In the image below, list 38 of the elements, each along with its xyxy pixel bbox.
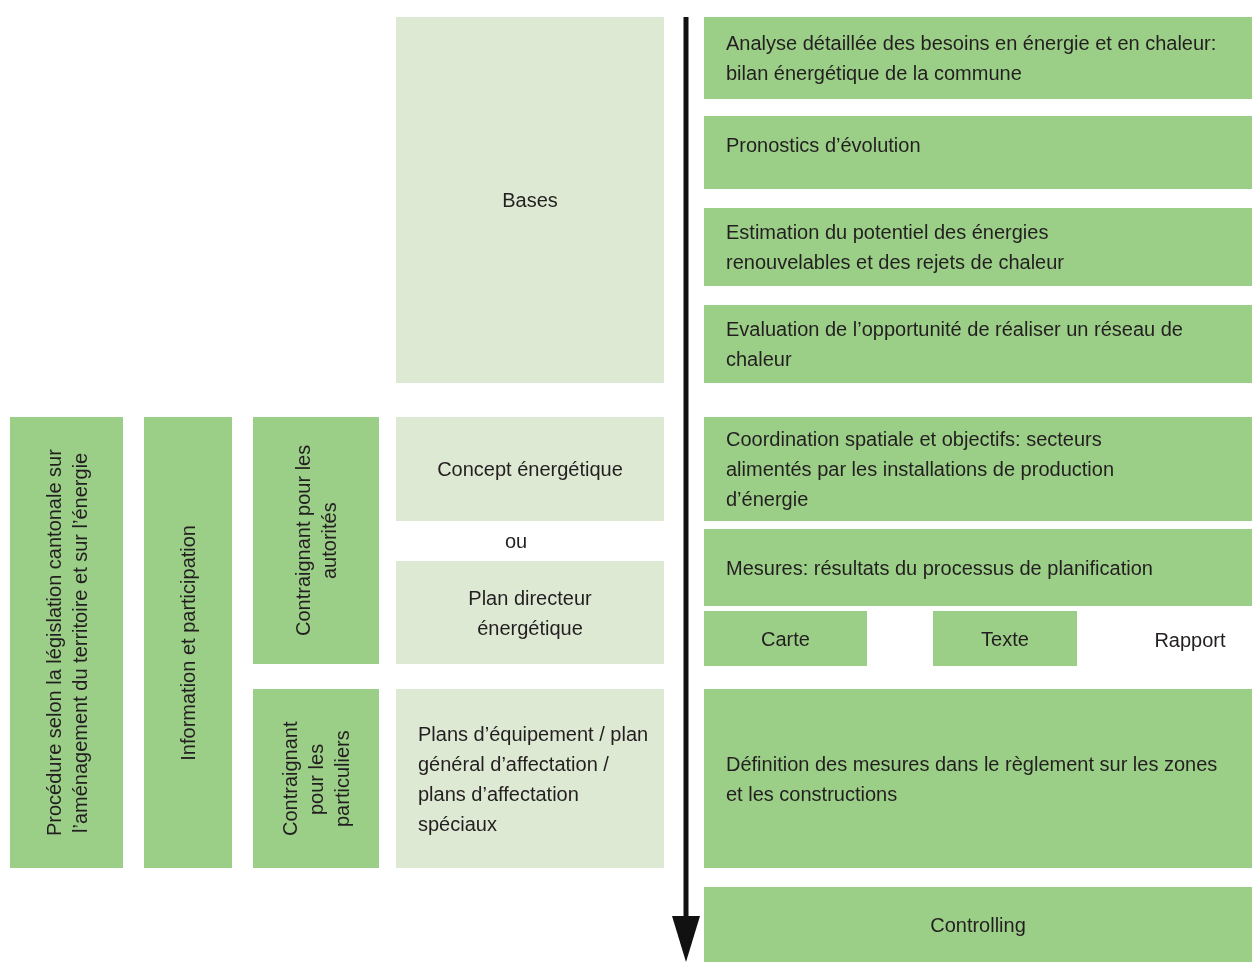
- box-text: Controlling: [930, 912, 1026, 938]
- vertical-label-box: [144, 417, 232, 868]
- box-text: Analyse détaillée des besoins en énergie et en chaleur: bilan énergétique de la commune: [726, 31, 1218, 86]
- process-box: [704, 529, 1252, 606]
- vertical-text: Contraignant pour les autorités: [291, 443, 341, 639]
- process-box: [704, 417, 1252, 521]
- plain-label: Rapport: [1154, 628, 1226, 652]
- vertical-text: Contraignant pour les particuliers: [278, 720, 354, 838]
- vertical-text: Information et participation: [176, 524, 200, 761]
- connector-word: ou: [504, 529, 528, 553]
- vertical-label-box: [253, 417, 379, 664]
- box-text: Carte: [761, 626, 810, 652]
- box-text: Définition des mesures dans le règlement sur les zones et les constructions: [726, 751, 1219, 807]
- box-text: Coordination spatiale et objectifs: secteurs alimentés par les installations de production d’énergie: [726, 427, 1115, 512]
- vertical-label-box: [253, 689, 379, 868]
- process-box: [704, 689, 1252, 868]
- box-text: Bases: [502, 188, 558, 213]
- process-box: [933, 611, 1077, 666]
- vertical-label-box: [10, 417, 123, 868]
- box-text: Concept énergétique: [437, 457, 623, 482]
- process-box: [704, 17, 1252, 99]
- box-text: Plan directeur énergétique: [467, 585, 593, 641]
- box-text: Estimation du potentiel des énergies renouvelables et des rejets de chaleur: [726, 220, 1065, 275]
- process-box: [396, 561, 664, 664]
- box-text: Evaluation de l’opportunité de réaliser un réseau de chaleur: [726, 317, 1184, 372]
- process-box: [396, 17, 664, 383]
- process-box: [704, 116, 1252, 189]
- process-box: [396, 689, 664, 868]
- process-box: [704, 305, 1252, 383]
- box-text: Mesures: résultats du processus de planification: [726, 555, 1153, 581]
- process-box: [704, 208, 1252, 286]
- vertical-text: Procédure selon la législation cantonale sur l’aménagement du territoire et sur l’énergie: [41, 448, 92, 838]
- box-text: Texte: [981, 626, 1029, 652]
- process-box: [704, 887, 1252, 962]
- box-text: Plans d’équipement / plan général d’affectation / plans d’affectation spéciaux: [418, 721, 650, 837]
- process-box: [704, 611, 867, 666]
- process-box: [396, 417, 664, 521]
- box-text: Pronostics d’évolution: [726, 133, 921, 158]
